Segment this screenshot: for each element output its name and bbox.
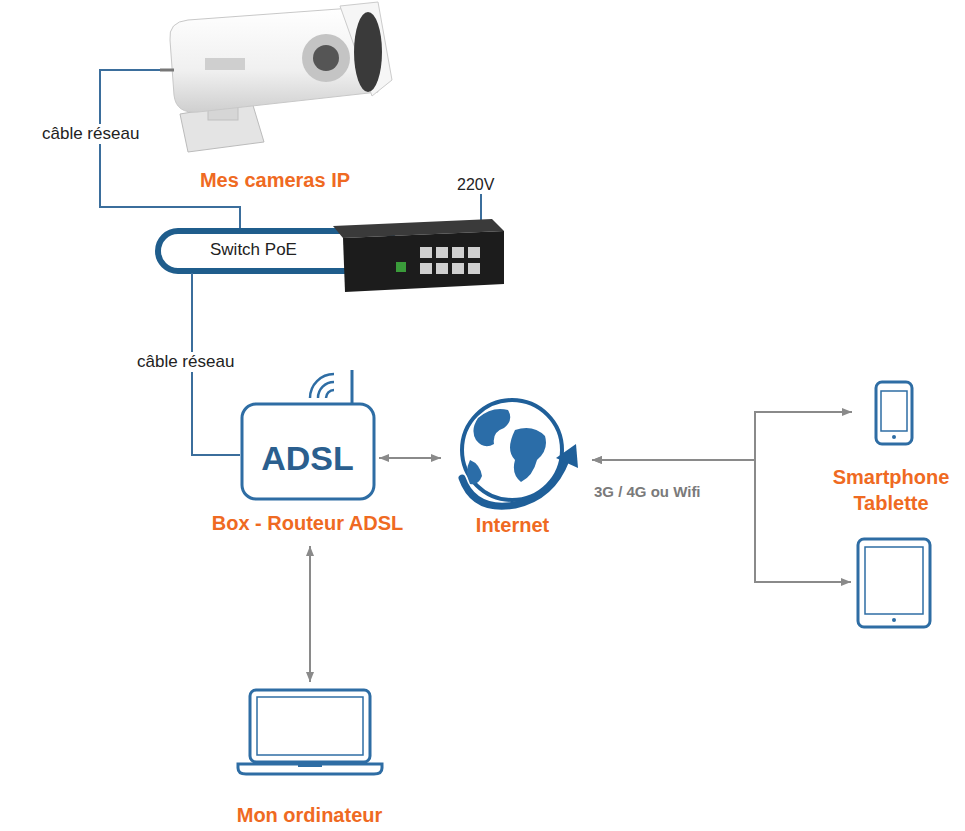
node-heading: Mon ordinateur: [207, 802, 412, 828]
tablet-node: [857, 537, 931, 629]
tablet-button: [892, 618, 896, 622]
camera-plate: [205, 58, 245, 70]
laptop-display: [257, 697, 363, 755]
laptop-base: [238, 764, 382, 774]
camera-lens-ring: [302, 34, 350, 82]
connector-label: câble réseau: [135, 352, 236, 372]
laptop-screen: [250, 690, 370, 762]
globe-swoosh-head: [556, 444, 578, 468]
switch-port: [468, 247, 480, 258]
internet-node: Internet: [445, 395, 580, 540]
link-arrow: [309, 546, 311, 682]
phone-screen: [881, 391, 907, 431]
phone-icon: [876, 382, 912, 444]
node-heading: Mes cameras IP: [160, 167, 390, 193]
laptop-notch: [298, 764, 322, 767]
wifi-wave: [318, 382, 334, 398]
voltage-label: 220V: [457, 176, 494, 194]
laptop-node: Mon ordinateur: [237, 688, 382, 828]
switch-port: [420, 247, 432, 258]
switch-port: [452, 247, 464, 258]
link-arrow: [379, 457, 441, 459]
wifi-wave: [310, 374, 334, 398]
switch-band-node: Switch PoE: [155, 228, 505, 273]
camera-cable-stub: [160, 69, 174, 72]
node-heading: Internet: [420, 512, 605, 538]
globe-continent: [473, 409, 510, 446]
link-arrow: [592, 412, 852, 460]
network-cable: [100, 70, 240, 228]
node-heading: Smartphone Tablette: [817, 464, 965, 516]
camera-face: [354, 12, 382, 92]
globe-continent: [510, 428, 546, 482]
node-label: Switch PoE: [210, 239, 340, 261]
wifi-wave: [326, 390, 334, 398]
switch-port: [436, 247, 448, 258]
connector-label: 3G / 4G ou Wifi: [594, 483, 701, 500]
switch-port: [396, 262, 406, 272]
node-label: ADSL: [240, 438, 375, 479]
tablet-screen: [865, 547, 923, 614]
switch-port: [436, 263, 448, 274]
switch-port: [420, 263, 432, 274]
phone-node: Smartphone Tablette: [872, 380, 916, 446]
phone-button: [892, 435, 896, 439]
connector-label: câble réseau: [40, 124, 141, 144]
globe-continent: [467, 460, 482, 484]
camera-lens: [313, 45, 339, 71]
router-antenna: [351, 370, 354, 404]
camera-node: Mes cameras IP: [160, 5, 390, 195]
switch-port: [452, 263, 464, 274]
switch-port: [468, 263, 480, 274]
switch-front: [343, 231, 504, 292]
link-arrow: [592, 460, 851, 582]
router-node: ADSLBox - Routeur ADSL: [240, 402, 375, 540]
globe-swoosh: [462, 460, 566, 506]
tablet-icon: [858, 539, 930, 627]
node-heading: Box - Routeur ADSL: [180, 510, 435, 536]
